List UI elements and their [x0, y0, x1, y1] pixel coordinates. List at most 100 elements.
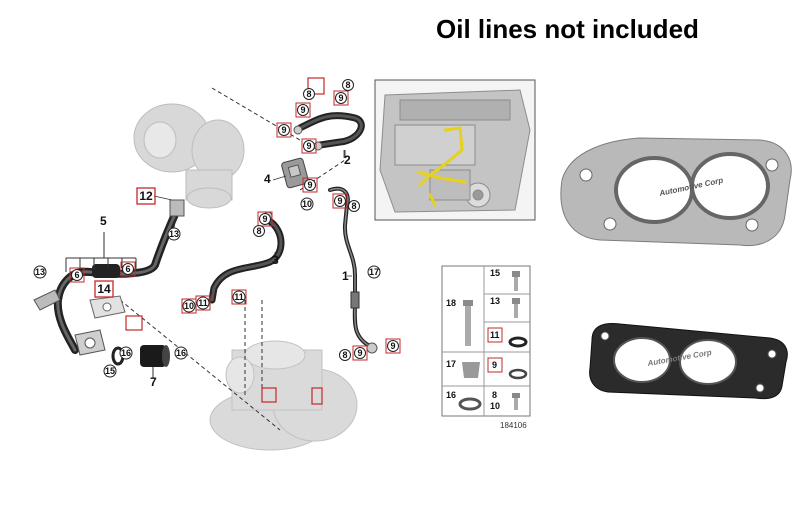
callout-labels: 9 9 9 9 9 9 9 9 9 8 8 8 8 8 10 10 11 11 … — [33, 79, 401, 389]
nut-17 — [462, 362, 480, 378]
callout-9-b: 9 — [295, 102, 311, 118]
callout-15: 15 — [103, 364, 117, 378]
svg-text:12: 12 — [139, 189, 153, 203]
callout-13-a: 13 — [167, 227, 181, 241]
lower-turbocharger — [209, 340, 358, 451]
svg-text:9: 9 — [307, 180, 312, 190]
svg-text:13: 13 — [35, 267, 45, 277]
dark-gasket-photo: Automotive Corp — [589, 322, 788, 400]
label-3: 3 — [272, 253, 279, 267]
callout-11-a: 11 — [195, 295, 211, 311]
hose-1 — [328, 186, 378, 354]
sensor-block-4 — [281, 157, 309, 189]
leader-lines — [152, 150, 352, 378]
callout-17: 17 — [367, 265, 381, 279]
svg-text:8: 8 — [345, 80, 350, 90]
svg-text:9: 9 — [262, 214, 267, 224]
callout-6-a: 6 — [69, 267, 85, 283]
svg-text:11: 11 — [234, 292, 244, 302]
callout-9-c: 9 — [333, 90, 349, 106]
svg-text:9: 9 — [337, 196, 342, 206]
svg-text:9: 9 — [338, 93, 343, 103]
label-7: 7 — [150, 375, 157, 389]
steel-gasket-photo: Automotive Corp — [560, 137, 792, 247]
svg-text:9: 9 — [281, 125, 286, 135]
svg-text:9: 9 — [390, 341, 395, 351]
part-5-bracket — [65, 232, 137, 272]
grid-label-15: 15 — [490, 268, 500, 278]
callout-9-i: 9 — [385, 338, 401, 354]
grid-label-10: 10 — [490, 401, 500, 411]
label-2: 2 — [344, 153, 351, 167]
headline-title: Oil lines not included — [436, 14, 699, 44]
svg-text:11: 11 — [198, 298, 208, 308]
parts-grid: 15 13 18 11 17 9 16 8 10 184106 — [441, 265, 531, 430]
svg-text:10: 10 — [302, 199, 312, 209]
callout-10-b: 10 — [181, 298, 197, 314]
callout-8-c: 8 — [253, 225, 265, 237]
engine-inset — [374, 79, 536, 221]
svg-text:8: 8 — [306, 89, 311, 99]
svg-text:9: 9 — [357, 348, 362, 358]
svg-text:6: 6 — [74, 270, 79, 280]
callout-9-h: 9 — [352, 345, 368, 361]
hose-3 — [208, 211, 285, 304]
callout-12: 12 — [136, 187, 156, 205]
callout-8-e: 8 — [339, 349, 351, 361]
callout-9-d: 9 — [301, 138, 317, 154]
grid-label-17: 17 — [446, 359, 456, 369]
grid-label-9: 9 — [492, 360, 497, 370]
clamp-16 — [458, 397, 482, 411]
svg-text:9: 9 — [306, 141, 311, 151]
label-1: 1 — [342, 269, 349, 283]
callout-9-a: 9 — [276, 122, 292, 138]
grid-label-16: 16 — [446, 390, 456, 400]
grid-box-11 — [487, 327, 503, 343]
callout-14: 14 — [94, 280, 114, 298]
svg-text:13: 13 — [169, 229, 179, 239]
ring-9 — [508, 368, 528, 380]
callout-8-b: 8 — [303, 88, 315, 100]
svg-text:6: 6 — [125, 264, 130, 274]
callout-8-d: 8 — [348, 200, 360, 212]
oil-return-flange — [74, 329, 106, 356]
callout-16-a: 16 — [119, 346, 133, 360]
label-5: 5 — [100, 214, 107, 228]
callout-6-b: 6 — [120, 261, 136, 277]
svg-text:15: 15 — [105, 366, 115, 376]
hose-5 — [33, 199, 185, 354]
empty-callout-boxes — [125, 77, 325, 405]
svg-text:16: 16 — [176, 348, 186, 358]
callout-9-e: 9 — [302, 177, 318, 193]
svg-text:8: 8 — [256, 226, 261, 236]
svg-text:9: 9 — [300, 105, 305, 115]
ref-code: 184106 — [500, 421, 527, 430]
grid-box-9 — [487, 357, 503, 373]
svg-text:8: 8 — [351, 201, 356, 211]
svg-text:16: 16 — [121, 348, 131, 358]
ring-11 — [508, 336, 528, 348]
grid-label-13: 13 — [490, 296, 500, 306]
callout-9-g: 9 — [332, 193, 348, 209]
svg-text:10: 10 — [184, 301, 194, 311]
svg-text:14: 14 — [97, 282, 111, 296]
grid-label-8: 8 — [492, 390, 497, 400]
callout-13-b: 13 — [33, 265, 47, 279]
callout-16-b: 16 — [174, 346, 188, 360]
exploded-view — [33, 77, 378, 451]
callout-8-a: 8 — [342, 79, 354, 91]
callout-11-b: 11 — [231, 289, 247, 305]
upper-turbocharger — [133, 103, 245, 209]
gasket-14 — [89, 295, 126, 319]
callout-10-a: 10 — [300, 197, 314, 211]
svg-text:8: 8 — [342, 350, 347, 360]
grid-label-18: 18 — [446, 298, 456, 308]
bolt-15 — [512, 271, 520, 291]
label-4: 4 — [264, 172, 271, 186]
hose-2 — [293, 112, 365, 151]
bolt-8-10 — [512, 393, 520, 410]
grid-label-11: 11 — [490, 330, 500, 340]
bolt-18 — [463, 300, 473, 346]
callout-9-f: 9 — [257, 211, 273, 227]
